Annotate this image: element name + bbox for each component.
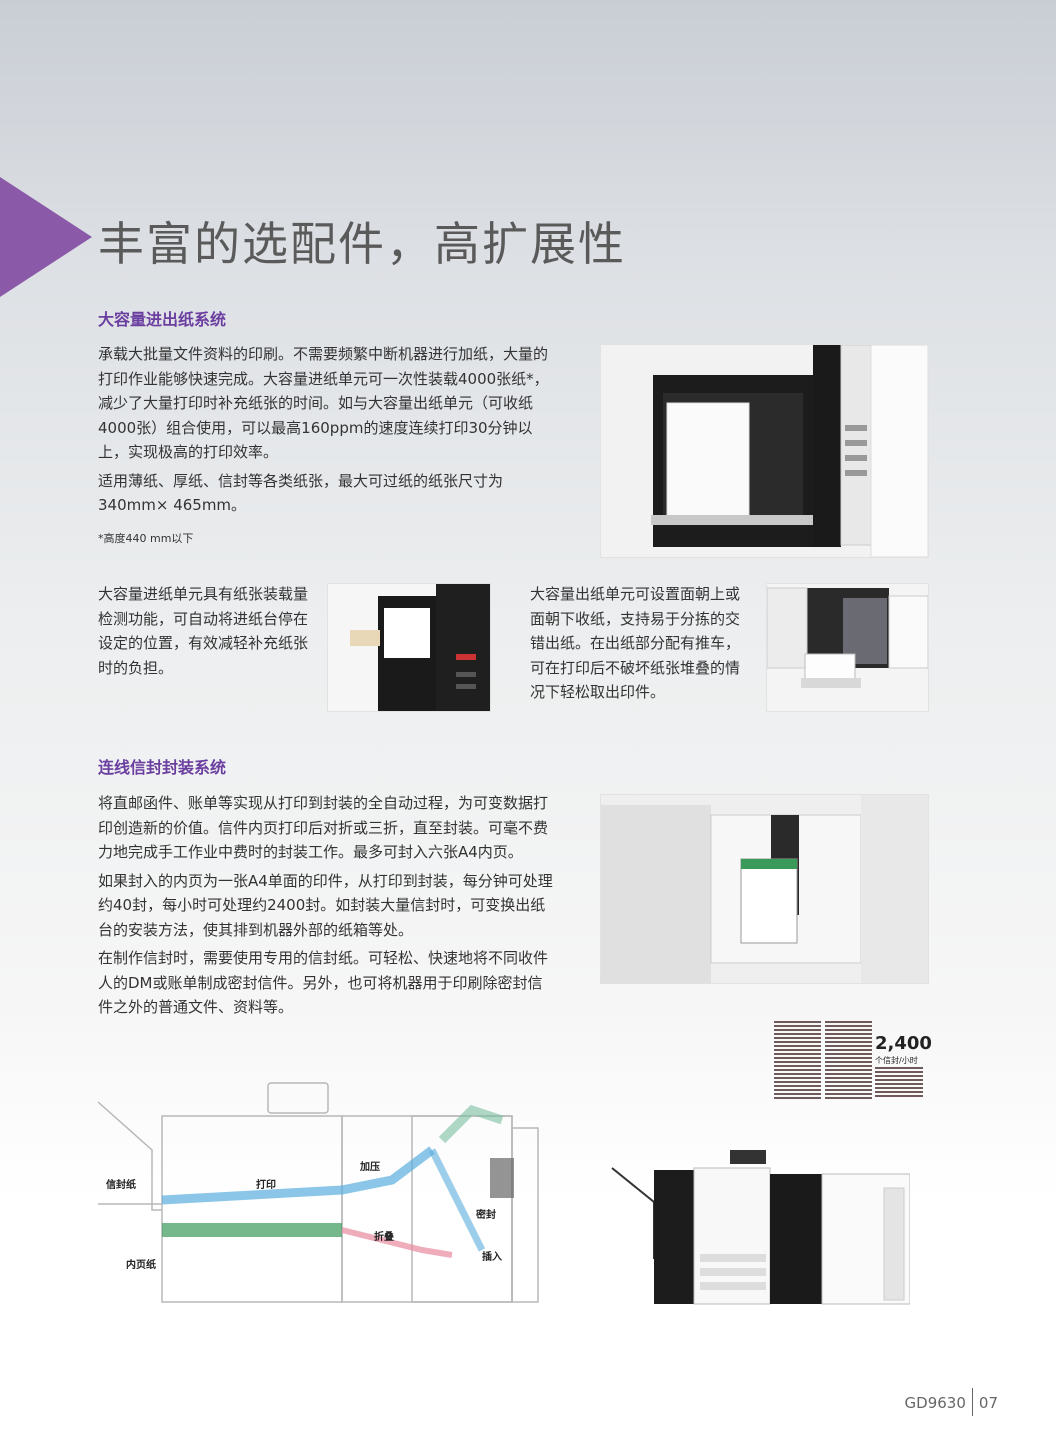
diagram-label-inner-paper: 内页纸 — [126, 1260, 156, 1271]
stat-unit: 个信封/小时 — [875, 1056, 918, 1065]
output-unit-caption: 大容量出纸单元可设置面朝上或面朝下收纸，支持易于分拣的交错出纸。在出纸部分配有推… — [530, 585, 741, 701]
footer-model: GD9630 — [904, 1394, 966, 1412]
envelope-process-diagram: 信封纸 打印 加压 密封 折叠 插入 内页纸 — [92, 1080, 542, 1310]
page-title: 丰富的选配件，高扩展性 — [98, 217, 626, 271]
diagram-label-seal: 密封 — [476, 1210, 496, 1221]
envelope-stack-icon — [774, 1021, 872, 1099]
section-marker-triangle — [0, 177, 92, 297]
page-footer: GD9630 07 — [905, 1388, 998, 1416]
throughput-stat: 2,400 个信封/小时 — [774, 1021, 932, 1099]
envelope-unit-photo — [600, 794, 929, 984]
section2-body: 将直邮函件、账单等实现从打印到封装的全自动过程，为可变数据打印创造新的价值。信件… — [98, 791, 554, 1024]
section2-paragraph: 在制作信封时，需要使用专用的信封纸。可轻松、快速地将不同收件人的DM或账单制成密… — [98, 949, 549, 1016]
section1-body: 承载大批量文件资料的印刷。不需要频繁中断机器进行加纸，大量的打印作业能够快速完成… — [98, 342, 554, 522]
section2-paragraph: 将直邮函件、账单等实现从打印到封装的全自动过程，为可变数据打印创造新的价值。信件… — [98, 794, 549, 861]
footer-divider — [971, 1388, 973, 1416]
diagram-label-fold: 折叠 — [374, 1232, 394, 1243]
section1-paragraph: 承载大批量文件资料的印刷。不需要频繁中断机器进行加纸，大量的打印作业能够快速完成… — [98, 345, 549, 461]
envelope-stack-icon-small — [875, 1067, 923, 1097]
feed-unit-photo — [600, 344, 929, 558]
output-unit-photo — [766, 583, 929, 712]
diagram-label-insert: 插入 — [482, 1252, 502, 1263]
footer-page-number: 07 — [978, 1394, 998, 1412]
section2-paragraph: 如果封入的内页为一张A4单面的印件，从打印到封装，每分钟可处理约40封，每小时可… — [98, 871, 553, 939]
diagram-label-press: 加压 — [360, 1162, 380, 1173]
product-photo — [608, 1148, 911, 1308]
diagram-label-envelope-paper: 信封纸 — [106, 1180, 136, 1191]
stat-value: 2,400 — [875, 1033, 932, 1054]
section1-footnote: *高度440 mm以下 — [98, 532, 194, 545]
section1-paragraph: 适用薄纸、厚纸、信封等各类纸张，最大可过纸的纸张尺寸为340mm× 465mm。 — [98, 471, 504, 515]
section-title-envelope-system: 连线信封封装系统 — [98, 758, 227, 777]
diagram-label-print: 打印 — [256, 1180, 276, 1191]
feed-unit-caption: 大容量进纸单元具有纸张装载量检测功能，可自动将进纸台停在设定的位置，有效减轻补充… — [98, 585, 309, 677]
section-title-paper-system: 大容量进出纸系统 — [98, 310, 227, 329]
feed-unit-detail-photo — [327, 583, 491, 712]
